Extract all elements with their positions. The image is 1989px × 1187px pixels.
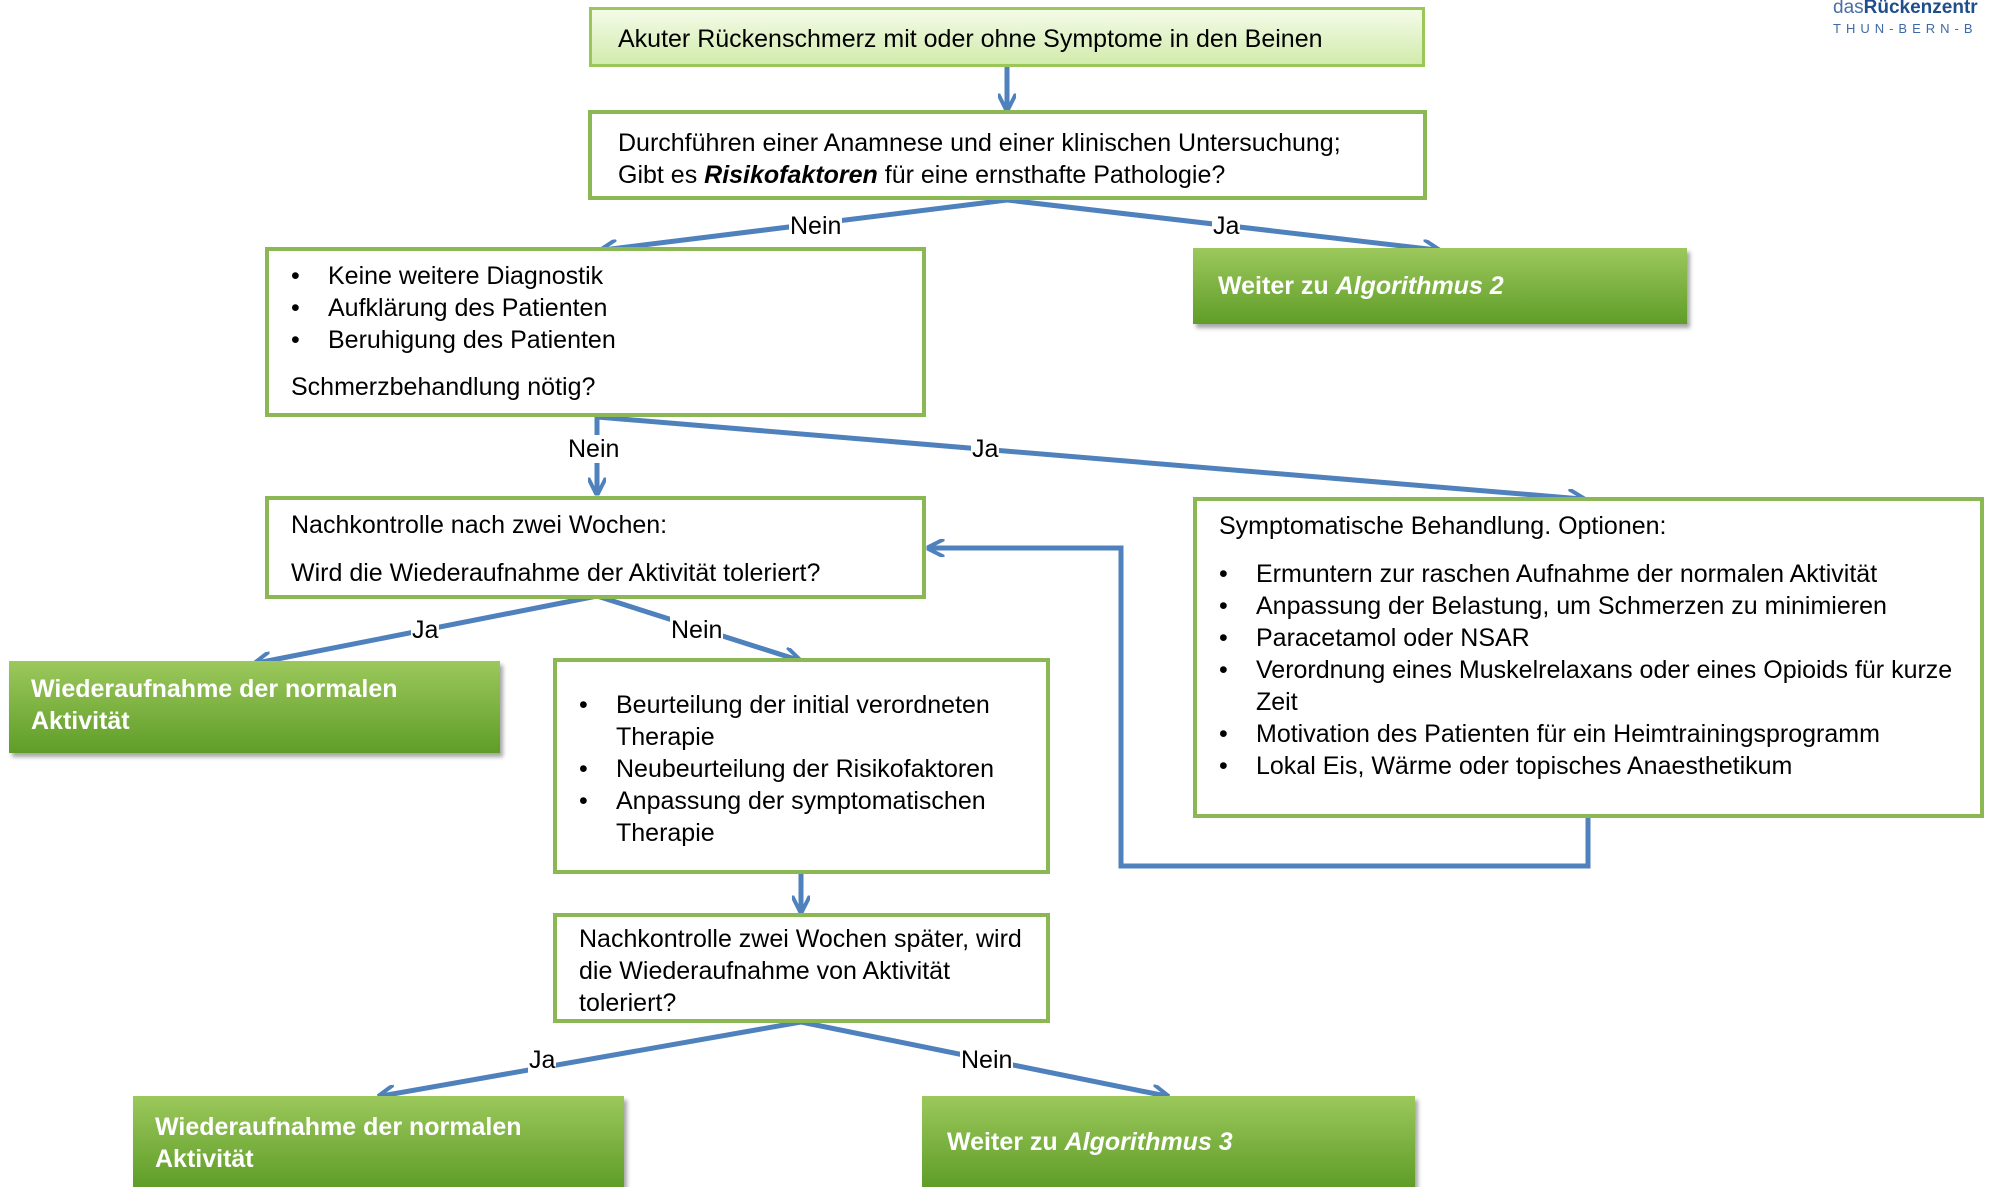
followup-1-line1: Nachkontrolle nach zwei Wochen: bbox=[291, 511, 668, 539]
arrow-nodiag-ja bbox=[596, 414, 1582, 499]
arrow-followup2-ja bbox=[381, 1019, 802, 1096]
list-item: Anpassung der symptomatischen Therapie bbox=[579, 785, 1024, 849]
resume-activity-text-2: Wiederaufnahme der normalen Aktivität bbox=[155, 1113, 522, 1173]
algorithm-2-node: Weiter zu Algorithmus 2 bbox=[1193, 248, 1687, 324]
list-item: Aufklärung des Patienten bbox=[291, 292, 900, 324]
list-item: Neubeurteilung der Risikofaktoren bbox=[579, 753, 1024, 785]
list-item: Beurteilung der initial verordneten Ther… bbox=[579, 689, 1024, 753]
edge-label-q4-nein: Nein bbox=[960, 1046, 1014, 1074]
list-item: Beruhigung des Patienten bbox=[291, 324, 900, 356]
algorithm-3-node: Weiter zu Algorithmus 3 bbox=[922, 1096, 1415, 1187]
start-node-text: Akuter Rückenschmerz mit oder ohne Sympt… bbox=[618, 25, 1323, 53]
algorithm-3-name: Algorithmus 3 bbox=[1064, 1128, 1233, 1156]
resume-activity-node-1: Wiederaufnahme der normalen Aktivität bbox=[9, 661, 500, 753]
logo: dasRückenzentr THUN-BERN-B bbox=[1833, 0, 1978, 36]
edge-label-q4-ja: Ja bbox=[528, 1046, 557, 1074]
followup-1-node: Nachkontrolle nach zwei Wochen: Wird die… bbox=[265, 496, 926, 599]
risk-factors-emphasis: Risikofaktoren bbox=[704, 161, 878, 189]
start-node: Akuter Rückenschmerz mit oder ohne Sympt… bbox=[589, 7, 1425, 67]
list-item: Motivation des Patienten für ein Heimtra… bbox=[1219, 718, 1958, 750]
list-item: Anpassung der Belastung, um Schmerzen zu… bbox=[1219, 590, 1958, 622]
list-item: Ermuntern zur raschen Aufnahme der norma… bbox=[1219, 558, 1958, 590]
pain-treatment-question: Schmerzbehandlung nötig? bbox=[291, 373, 596, 401]
anamnesis-node: Durchführen einer Anamnese und einer kli… bbox=[588, 110, 1427, 200]
reassessment-node: Beurteilung der initial verordneten Ther… bbox=[553, 658, 1050, 874]
no-diagnostics-node: Keine weitere Diagnostik Aufklärung des … bbox=[265, 247, 926, 417]
followup-1-line2: Wird die Wiederaufnahme der Aktivität to… bbox=[291, 559, 821, 587]
reassessment-list: Beurteilung der initial verordneten Ther… bbox=[579, 689, 1024, 849]
edge-label-q2-ja: Ja bbox=[971, 435, 1000, 463]
arrow-symptomatic-loop bbox=[930, 548, 1591, 869]
symptomatic-list: Ermuntern zur raschen Aufnahme der norma… bbox=[1219, 558, 1958, 782]
list-item: Paracetamol oder NSAR bbox=[1219, 622, 1958, 654]
followup-2-text: Nachkontrolle zwei Wochen später, wird d… bbox=[579, 925, 1022, 1017]
edge-label-q3-ja: Ja bbox=[411, 616, 440, 644]
resume-activity-node-2: Wiederaufnahme der normalen Aktivität bbox=[133, 1096, 624, 1187]
edge-label-q2-nein: Nein bbox=[567, 435, 621, 463]
followup-2-node: Nachkontrolle zwei Wochen später, wird d… bbox=[553, 913, 1050, 1023]
edge-label-q3-nein: Nein bbox=[670, 616, 724, 644]
symptomatic-title: Symptomatische Behandlung. Optionen: bbox=[1219, 512, 1667, 540]
edge-label-q1-ja: Ja bbox=[1212, 212, 1241, 240]
algorithm-2-name: Algorithmus 2 bbox=[1335, 272, 1504, 300]
anamnesis-line1: Durchführen einer Anamnese und einer kli… bbox=[618, 129, 1341, 157]
list-item: Verordnung eines Muskelrelaxans oder ein… bbox=[1219, 654, 1958, 718]
list-item: Keine weitere Diagnostik bbox=[291, 260, 900, 292]
anamnesis-line2: Gibt es Risikofaktoren für eine ernsthaf… bbox=[618, 161, 1226, 189]
list-item: Lokal Eis, Wärme oder topisches Anaesthe… bbox=[1219, 750, 1958, 782]
no-diagnostics-list: Keine weitere Diagnostik Aufklärung des … bbox=[291, 260, 900, 356]
edge-label-q1-nein: Nein bbox=[789, 212, 843, 240]
symptomatic-treatment-node: Symptomatische Behandlung. Optionen: Erm… bbox=[1193, 497, 1984, 818]
resume-activity-text-1: Wiederaufnahme der normalen Aktivität bbox=[31, 675, 398, 735]
